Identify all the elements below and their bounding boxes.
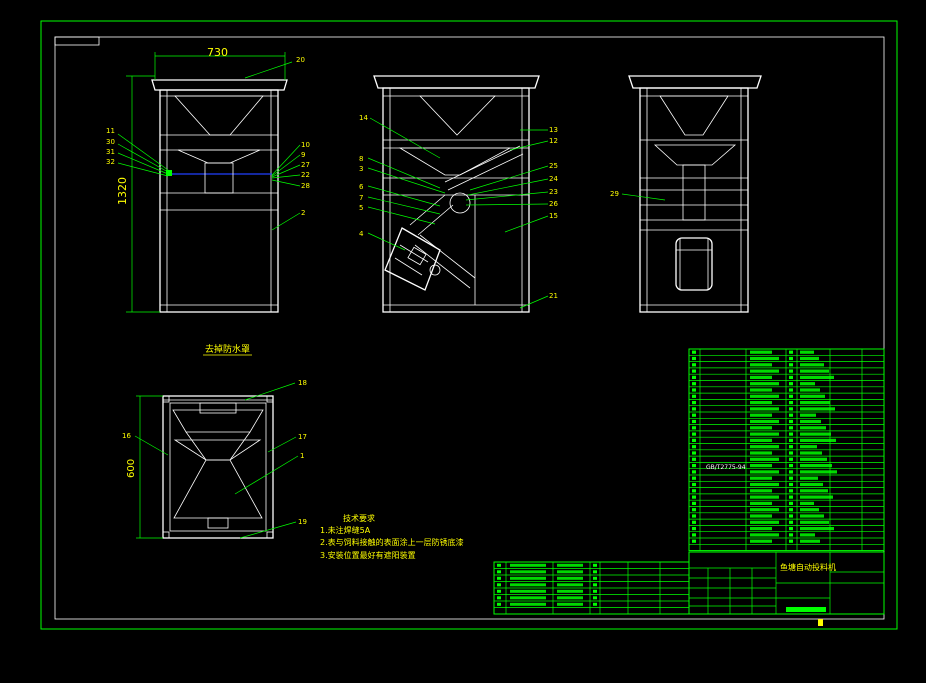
front-view	[117, 52, 301, 313]
label-31: 31	[106, 148, 115, 156]
top-labels: 18 16 17 1 19	[122, 379, 307, 526]
label-2: 2	[301, 209, 305, 217]
label-27: 27	[301, 161, 310, 169]
front-right-labels: 20 10 9 27 22 28 2	[296, 56, 310, 217]
label-21: 21	[549, 292, 558, 300]
label-22: 22	[301, 171, 310, 179]
tech-note-1: 1.未注焊缝5A	[320, 525, 371, 535]
label-19: 19	[298, 518, 307, 526]
label-29: 29	[610, 190, 619, 198]
label-24: 24	[549, 175, 558, 183]
top-view-title: 去掉防水罩	[205, 343, 250, 355]
label-16: 16	[122, 432, 131, 440]
label-1: 1	[300, 452, 304, 460]
front-left-labels: 11 30 31 32	[106, 127, 115, 166]
middle-right-labels: 13 12 25 24 23 26 15 21	[549, 126, 558, 300]
label-5: 5	[359, 204, 363, 212]
width-dim-front: 730	[207, 46, 228, 59]
label-6: 6	[359, 183, 364, 191]
middle-left-labels: 14 8 3 6 7 5 4	[359, 114, 368, 238]
revision-table	[493, 561, 690, 615]
label-20: 20	[296, 56, 305, 64]
outer-frame	[40, 20, 898, 630]
label-28: 28	[301, 182, 310, 190]
label-17: 17	[298, 433, 307, 441]
bom-table	[688, 348, 885, 552]
label-10: 10	[301, 141, 310, 149]
tech-note-2: 2.表与饲料接触的表面涂上一层防锈底漆	[320, 537, 464, 547]
label-30: 30	[106, 138, 115, 146]
tech-notes: 技术要求 1.未注焊缝5A 2.表与饲料接触的表面涂上一层防锈底漆 3.安装位置…	[320, 513, 464, 560]
label-32: 32	[106, 158, 115, 166]
side-view	[621, 75, 762, 313]
label-26: 26	[549, 200, 558, 208]
label-18: 18	[298, 379, 307, 387]
tech-note-3: 3.安装位置最好有遮阳装置	[320, 550, 416, 560]
label-23: 23	[549, 188, 558, 196]
height-dim-front: 1320	[116, 177, 129, 205]
tech-notes-title: 技术要求	[343, 513, 375, 523]
label-25: 25	[549, 162, 558, 170]
middle-view	[367, 75, 549, 313]
label-7: 7	[359, 194, 363, 202]
bom-standard: GB/T2775-94	[706, 464, 746, 471]
title-block-name: 鱼塘自动投料机	[780, 562, 836, 572]
label-8: 8	[359, 155, 363, 163]
label-3: 3	[359, 165, 363, 173]
label-4: 4	[359, 230, 364, 238]
label-13: 13	[549, 126, 558, 134]
label-14: 14	[359, 114, 368, 122]
top-view	[134, 382, 299, 539]
label-11: 11	[106, 127, 115, 135]
title-block	[688, 551, 885, 626]
label-9: 9	[301, 151, 305, 159]
width-dim-top: 600	[126, 459, 137, 478]
corner-box	[54, 36, 100, 46]
label-12: 12	[549, 137, 558, 145]
inner-frame	[54, 36, 885, 620]
label-15: 15	[549, 212, 558, 220]
